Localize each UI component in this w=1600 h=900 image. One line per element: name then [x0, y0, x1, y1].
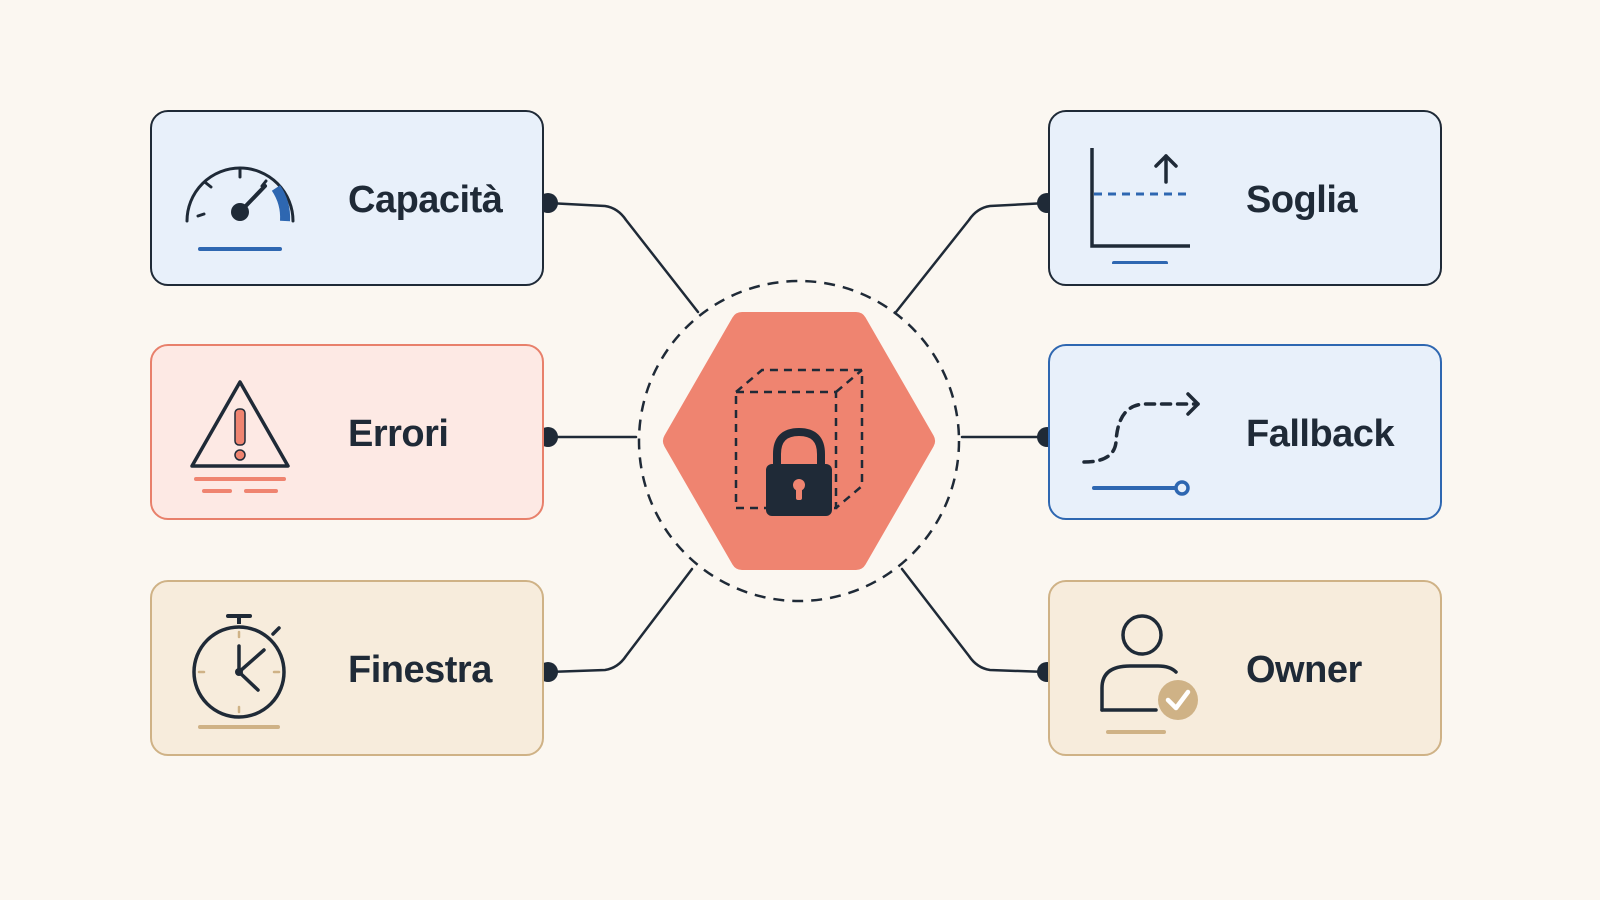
connector-finestra — [546, 567, 694, 674]
locked-box-icon — [637, 279, 961, 603]
connector-soglia — [894, 201, 1049, 314]
card-label-finestra: Finestra — [348, 649, 492, 691]
stopwatch-icon — [180, 610, 300, 734]
warning-icon — [180, 374, 300, 498]
fallback-path-icon — [1080, 374, 1200, 498]
card-owner: Owner — [1048, 580, 1442, 756]
card-label-capacita: Capacità — [348, 179, 503, 221]
card-label-soglia: Soglia — [1246, 179, 1358, 221]
card-label-fallback: Fallback — [1246, 413, 1395, 455]
card-fallback: Fallback — [1048, 344, 1442, 520]
gauge-icon — [180, 140, 300, 264]
card-label-owner: Owner — [1246, 649, 1362, 691]
threshold-chart-icon — [1080, 140, 1200, 265]
connector-capacita — [546, 201, 700, 314]
connector-owner — [900, 567, 1049, 674]
central-hub — [634, 276, 964, 606]
user-check-icon — [1080, 610, 1200, 734]
card-soglia: Soglia — [1048, 110, 1442, 286]
card-finestra: Finestra — [150, 580, 544, 756]
card-capacita: Capacità — [150, 110, 544, 286]
card-errori: Errori — [150, 344, 544, 520]
card-label-errori: Errori — [348, 413, 449, 455]
